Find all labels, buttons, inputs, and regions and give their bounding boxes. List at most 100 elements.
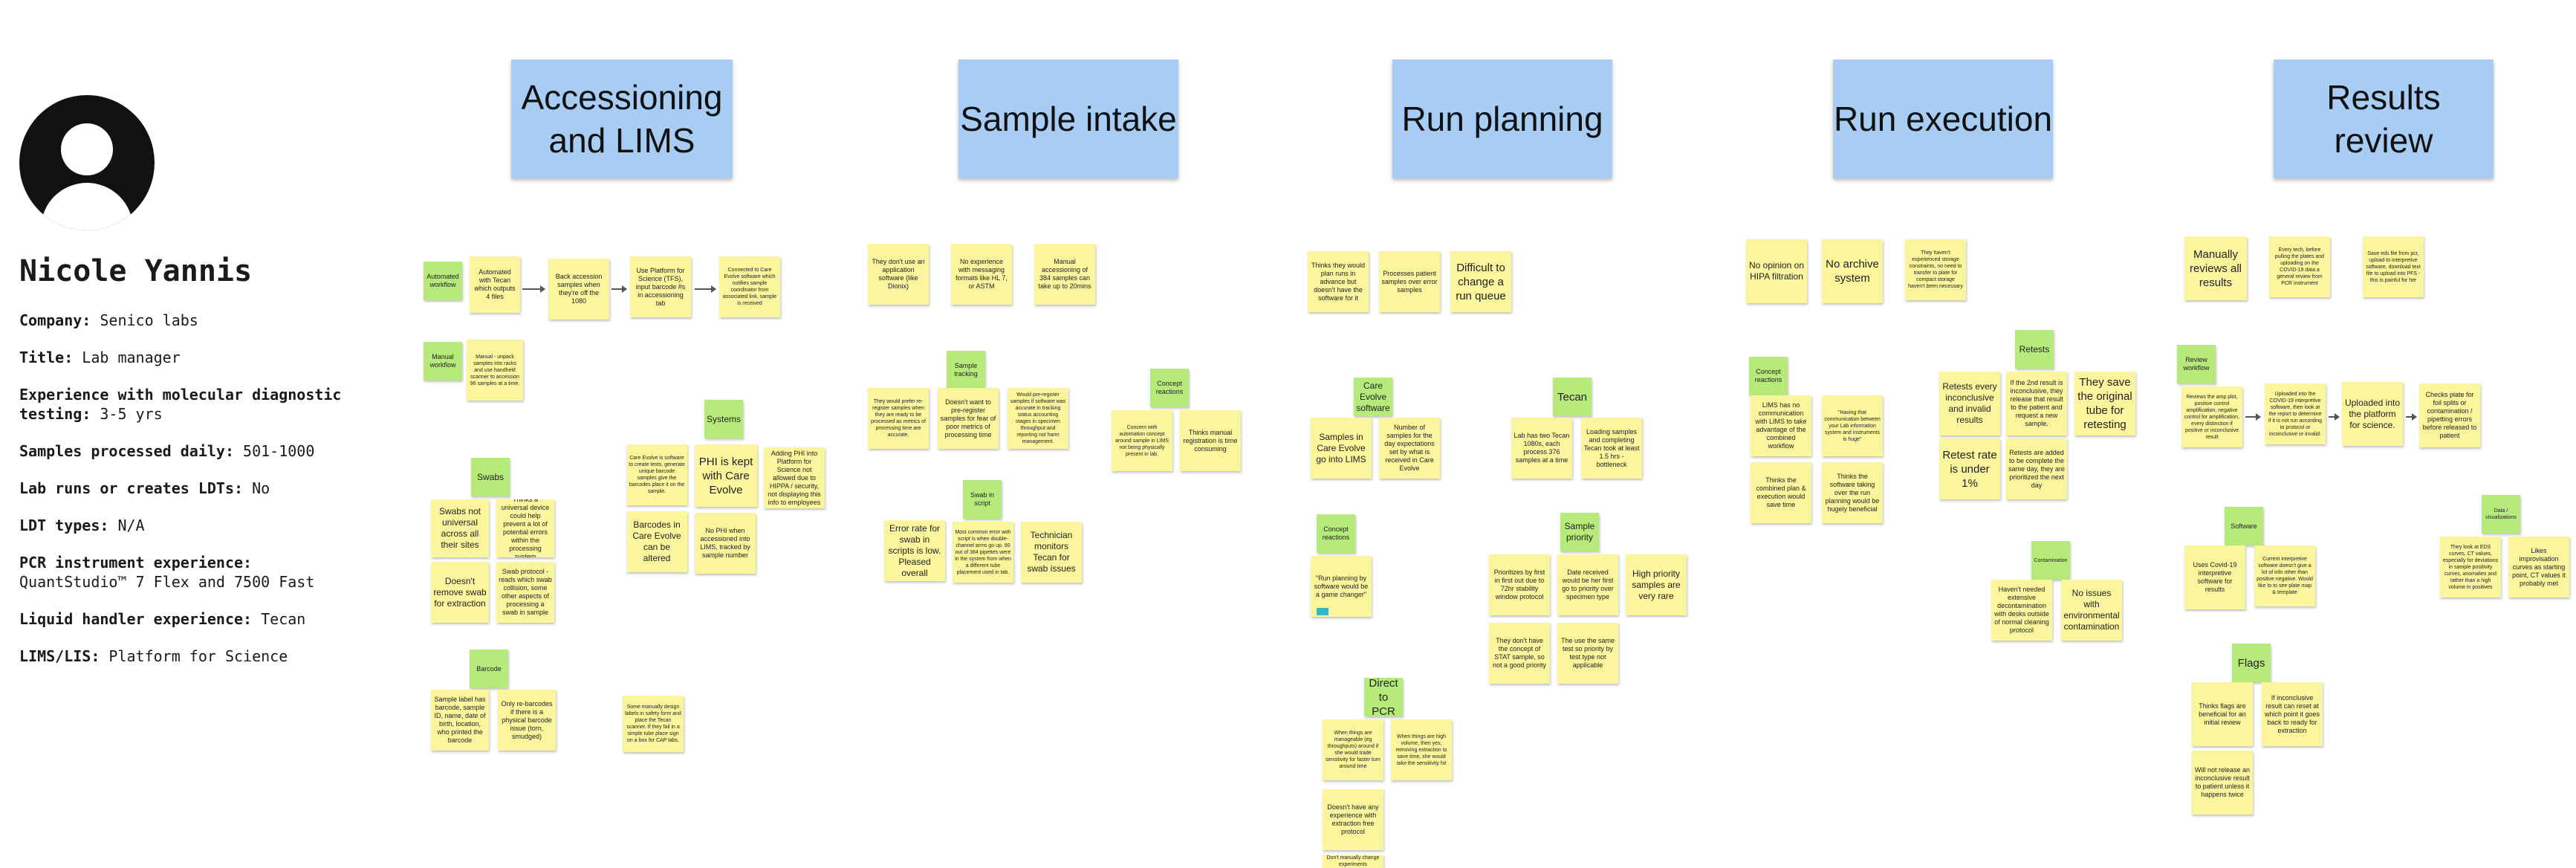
- persona-attr-pcr: PCR instrument experience:QuantStudio™ 7…: [19, 554, 315, 591]
- flow-arrow: [2406, 413, 2417, 421]
- flow-arrow: [2329, 413, 2340, 421]
- sticky-note: Automated with Tecan which outputs 4 fil…: [470, 256, 520, 313]
- sticky-note: Prioritizes by first in first out due to…: [1489, 554, 1550, 615]
- sticky-note: Thinks manual registration is time consu…: [1180, 410, 1241, 471]
- flow-arrow: [522, 285, 545, 293]
- sticky-note: Connected to Care Evolve software which …: [719, 256, 780, 317]
- sticky-note: Manually reviews all results: [2184, 236, 2247, 300]
- sticky-note: Processes patient samples over error sam…: [1379, 251, 1440, 312]
- sticky-note: Thinks the combined plan & execution wou…: [1751, 462, 1811, 523]
- sticky-note: Software: [2225, 507, 2263, 545]
- persona-attr-company: Company: Senico labs: [19, 311, 198, 329]
- sticky-note: Concern with automation concept around s…: [1112, 410, 1172, 471]
- sticky-note: They look at EDS curves, CT values, espe…: [2440, 537, 2501, 597]
- sticky-note: Retests are added to be complete the sam…: [2006, 438, 2067, 499]
- sticky-note: "Having that communication between your …: [1822, 395, 1883, 456]
- sticky-note: Automated workflow: [424, 262, 462, 300]
- sticky-note: Barcodes in Care Evolve can be altered: [626, 511, 687, 572]
- persona-attr-ldt-types: LDT types: N/A: [19, 516, 145, 534]
- sticky-note: Use Platform for Science (TFS), input ba…: [630, 256, 691, 317]
- sticky-note: Thinks the software taking over the run …: [1822, 462, 1883, 523]
- sticky-note: Tecan: [1553, 378, 1592, 416]
- sticky-note: They would prefer re-register samples wh…: [868, 388, 929, 449]
- sticky-note: Likes improvisation curves as starting p…: [2508, 537, 2569, 597]
- sticky-note: No issues with environmental contaminati…: [2061, 580, 2122, 641]
- sticky-note: Concept reactions: [1749, 357, 1788, 395]
- sticky-note: When things are high volume, then yes, r…: [1391, 719, 1452, 780]
- sticky-note: Contamination: [2031, 541, 2070, 580]
- sticky-note: Swab in script: [963, 480, 1002, 519]
- sticky-note: No archive system: [1822, 239, 1883, 303]
- sticky-note: They haven't experienced storage constra…: [1905, 239, 1966, 300]
- sticky-note: Thinks a universal device could help pre…: [496, 499, 554, 557]
- sticky-note: No experience with messaging formats lik…: [951, 244, 1012, 305]
- persona-panel: Nicole Yannis Company: Senico labs Title…: [19, 95, 406, 684]
- sticky-note: If inconclusive result can reset at whic…: [2262, 682, 2323, 746]
- flow-arrow: [2245, 413, 2261, 421]
- sticky-note: Barcode: [470, 650, 508, 688]
- column-header-accessioning: Accessioning and LIMS: [511, 59, 733, 178]
- sticky-note: Concept reactions: [1317, 514, 1355, 553]
- sticky-note: Retests: [2015, 330, 2054, 369]
- column-header-run-execution: Run execution: [1833, 59, 2053, 178]
- flow-arrow: [695, 285, 716, 293]
- sticky-note: Care Evolve software: [1354, 378, 1392, 416]
- sticky-note: Flags: [2232, 644, 2271, 682]
- sticky-note: Concept reactions: [1150, 369, 1189, 407]
- sticky-note: Swabs: [471, 458, 510, 496]
- persona-name: Nicole Yannis: [19, 254, 253, 288]
- sticky-note: Thinks they would plan runs in advance b…: [1308, 251, 1369, 312]
- sticky-note: Retests every inconclusive and invalid r…: [1939, 372, 2000, 435]
- sticky-note: Would pre-register samples if software w…: [1008, 388, 1068, 449]
- sticky-note: "Run planning by software would be a gam…: [1311, 556, 1372, 617]
- sticky-note: Lab has two Tecan 1080s, each process 37…: [1511, 418, 1572, 479]
- sticky-note: PHI is kept with Care Evolve: [695, 444, 757, 507]
- sticky-note: Manual accessioning of 384 samples can t…: [1034, 244, 1095, 305]
- persona-attr-title: Title: Lab manager: [19, 349, 181, 366]
- persona-attr-ldts: Lab runs or creates LDTs: No: [19, 479, 270, 497]
- sticky-note: Review workflow: [2177, 345, 2216, 383]
- column-header-run-planning: Run planning: [1392, 59, 1612, 178]
- sticky-note: Direct to PCR: [1364, 678, 1403, 716]
- user-avatar-icon: [19, 95, 155, 230]
- sticky-note: Swab protocol - reads which swab collisi…: [496, 562, 554, 623]
- sticky-note: When things are manageable (eg throughpu…: [1323, 719, 1383, 780]
- sticky-note: Technician monitors Tecan for swab issue…: [1021, 522, 1082, 583]
- sticky-note: Loading samples and completing Tecan too…: [1581, 418, 1642, 479]
- sticky-note: Some manually design labels in safety fo…: [623, 696, 684, 752]
- sticky-note: Difficult to change a run queue: [1450, 251, 1511, 312]
- column-header-results-review: Results review: [2274, 59, 2494, 178]
- sticky-note: Sample tracking: [947, 351, 985, 389]
- sticky-note: They save the original tube for retestin…: [2074, 372, 2135, 435]
- sticky-note: Samples in Care Evolve go into LIMS: [1311, 418, 1372, 479]
- sticky-note: Retest rate is under 1%: [1939, 438, 2000, 499]
- sticky-note: Care Evolve is software to create tests,…: [626, 444, 687, 505]
- sticky-note: Uses Covid-19 interpretive software for …: [2184, 545, 2245, 609]
- sticky-note: Error rate for swab in scripts is low. P…: [884, 520, 945, 581]
- sticky-note: Doesn't want to pre-register samples for…: [938, 388, 999, 449]
- sticky-note: Systems: [704, 400, 743, 438]
- sticky-note: Back accession samples when they're off …: [548, 259, 609, 320]
- sticky-note: Only re-barcodes if there is a physical …: [498, 690, 556, 751]
- sticky-note: Uploaded into the platform for science.: [2342, 382, 2403, 446]
- persona-attr-samples: Samples processed daily: 501-1000: [19, 442, 315, 460]
- sticky-note: No PHI when accessioned into LIMS, track…: [695, 513, 756, 574]
- sticky-note: Number of samples for the day expectatio…: [1379, 418, 1440, 479]
- sticky-note: No opinion on HIPA filtration: [1746, 239, 1807, 303]
- sticky-note: Manual - unpack samples into racks and u…: [467, 340, 523, 401]
- sticky-note: They don't have the concept of STAT samp…: [1489, 623, 1550, 684]
- sticky-note: Swabs not universal across all their sit…: [431, 499, 489, 557]
- color-tag: [1317, 608, 1328, 615]
- sticky-note: Sample priority: [1560, 513, 1599, 551]
- sticky-note: Date received would be her first go to p…: [1557, 554, 1618, 615]
- persona-attr-liquid-handler: Liquid handler experience: Tecan: [19, 610, 306, 628]
- sticky-note: Sample label has barcode, sample ID, nam…: [431, 690, 489, 751]
- sticky-note: High priority samples are very rare: [1626, 554, 1687, 615]
- persona-attr-experience: Experience with molecular diagnostic tes…: [19, 386, 342, 423]
- sticky-note: Doesn't have any experience with extract…: [1323, 789, 1383, 850]
- sticky-note: Don't manually change experiments: [1323, 855, 1383, 868]
- sticky-note: Thinks flags are beneficial for an initi…: [2192, 682, 2253, 746]
- sticky-note: Uploaded into the COVID-19 interpretive …: [2265, 383, 2326, 444]
- sticky-note: Manual workflow: [424, 342, 462, 380]
- sticky-note: Doesn't remove swab for extraction: [431, 562, 489, 623]
